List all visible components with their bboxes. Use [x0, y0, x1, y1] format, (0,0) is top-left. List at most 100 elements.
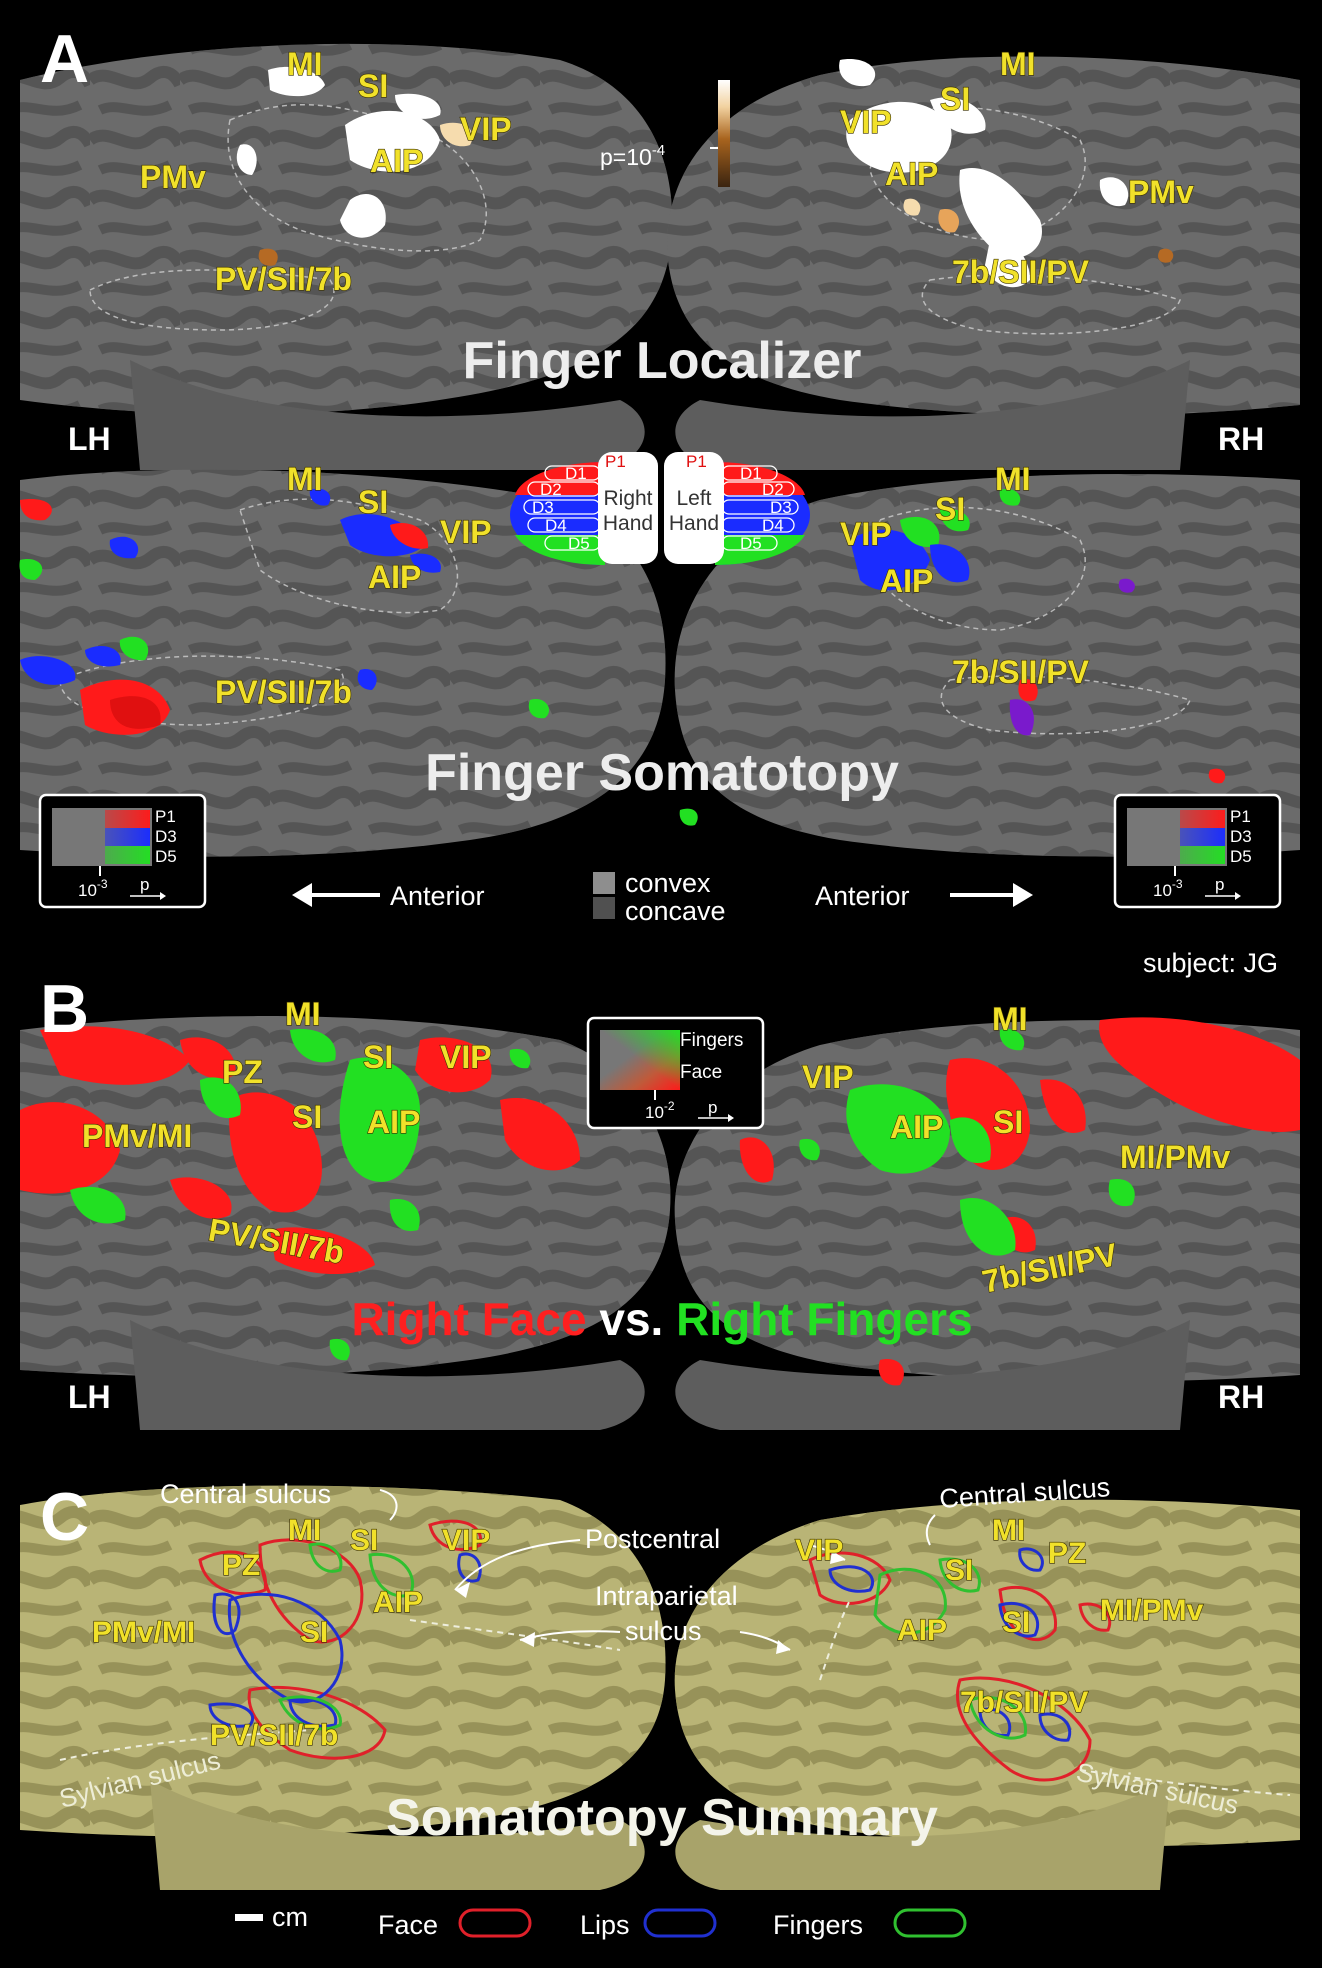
roi-mi: MI	[992, 1514, 1025, 1547]
roi-pvsii: PV/SII/7b	[215, 261, 352, 297]
roi-pmvmi: PMv/MI	[92, 1616, 195, 1649]
legend-p: p	[1215, 875, 1224, 894]
hand-digit-key: P1 P1 D1 D2 D3 D4 D5 D1 D2 D3 D4 D5 Righ…	[510, 452, 810, 565]
rh-c-roi-labels: VIP MI PZ SI MI/PMv AIP SI 7b/SII/PV	[794, 1513, 1204, 1719]
legend-lips-label: Lips	[580, 1910, 630, 1940]
roi-vip: VIP	[440, 514, 492, 550]
roi-pmv: PMv	[140, 159, 206, 195]
summary-legend: cm Face Lips Fingers	[235, 1902, 967, 1940]
face-finger-activation	[20, 1017, 1300, 1386]
legend-d5: D5	[155, 847, 177, 866]
roi-mi: MI	[288, 1514, 321, 1547]
roi-si2: SI	[292, 1099, 322, 1135]
panel-c-label: C	[40, 1479, 89, 1555]
roi-si: SI	[358, 484, 388, 520]
digit-d2-left: D2	[762, 480, 784, 499]
concave-label: concave	[625, 896, 726, 926]
lh-top-roi-labels: MI SI VIP AIP PMv PV/SII/7b	[139, 45, 512, 297]
roi-sii: 7b/SII/PV	[952, 254, 1090, 290]
left-hand-label-2: Hand	[669, 512, 719, 535]
rh-top-roi-labels: MI SI VIP AIP PMv 7b/SII/PV	[839, 45, 1194, 290]
legend-p1: P1	[155, 807, 176, 826]
roi-pmv: PMv	[1128, 174, 1194, 210]
somatotopy-legend-right: P1 D3 D5 10-3 p	[1113, 793, 1282, 909]
somatotopy-summary-title: Somatotopy Summary	[386, 1789, 938, 1847]
roi-aip: AIP	[373, 1586, 423, 1619]
panel-c-brains	[20, 1485, 1300, 1890]
lh-b-roi-labels: MI PZ SI VIP SI AIP PMv/MI PV/SII/7b	[81, 995, 492, 1271]
roi-mi: MI	[992, 1001, 1028, 1037]
somatotopy-legend-left: P1 D3 D5 10-3 p	[38, 793, 207, 909]
arrow-right-icon	[1013, 883, 1033, 907]
legend-fingers-swatch	[893, 1908, 967, 1938]
finger-localizer-title: Finger Localizer	[463, 332, 862, 390]
scale-bar	[235, 1914, 263, 1921]
face-vs-fingers-title: Right Face vs. Right Fingers	[351, 1293, 972, 1345]
digit-d5-right: D5	[568, 534, 590, 553]
pvalue-label: p=10-4	[600, 142, 665, 170]
roi-mi: MI	[285, 996, 321, 1032]
roi-pvsii: PV/SII/7b	[210, 1719, 338, 1752]
roi-si2: SI	[300, 1616, 328, 1649]
arrow-left-icon	[292, 883, 312, 907]
roi-sii: 7b/SII/PV	[952, 654, 1090, 690]
legend-p1: P1	[1230, 807, 1251, 826]
digit-d5-left: D5	[740, 534, 762, 553]
roi-mipmv: MI/PMv	[1120, 1139, 1230, 1175]
roi-vip: VIP	[795, 1534, 843, 1567]
legend-p: p	[140, 875, 149, 894]
roi-si: SI	[945, 1554, 973, 1587]
lh-bottom-roi-labels: MI SI VIP AIP PV/SII/7b	[214, 460, 492, 710]
roi-pvsii: PV/SII/7b	[215, 674, 352, 710]
legend-threshold: 10-3	[78, 877, 108, 900]
somatotopy-activation	[19, 488, 1226, 826]
roi-mi: MI	[287, 46, 323, 82]
lh-c-roi-labels: MI SI VIP PZ AIP PMv/MI SI PV/SII/7b	[91, 1513, 491, 1752]
roi-aip: AIP	[370, 143, 423, 179]
roi-vip: VIP	[840, 516, 892, 552]
roi-si: SI	[350, 1524, 378, 1557]
anterior-left: Anterior	[292, 881, 485, 911]
roi-mi: MI	[287, 461, 323, 497]
anterior-label-right: Anterior	[815, 881, 910, 911]
panel-b-brains	[20, 1016, 1300, 1430]
central-sulcus-left: Central sulcus	[160, 1479, 331, 1509]
legend-fingers-label: Fingers	[773, 1910, 863, 1940]
localizer-activation	[236, 59, 1174, 288]
digit-d3-left: D3	[770, 498, 792, 517]
lh-label-b: LH	[68, 1379, 111, 1415]
roi-vip: VIP	[802, 1059, 854, 1095]
roi-pz: PZ	[222, 1054, 263, 1090]
scale-label: cm	[272, 1902, 308, 1932]
rh-label-a: RH	[1218, 421, 1264, 457]
roi-si2: SI	[1002, 1606, 1030, 1639]
digit-d1-right: D1	[565, 464, 587, 483]
digit-p1-right: P1	[605, 452, 626, 471]
rh-label-b: RH	[1218, 1379, 1264, 1415]
roi-vip: VIP	[840, 104, 892, 140]
finger-somatotopy-title: Finger Somatotopy	[425, 744, 899, 802]
anterior-right: Anterior	[815, 881, 1033, 911]
subject-label: subject: JG	[1143, 948, 1278, 978]
postcentral-label: Postcentral	[585, 1524, 720, 1554]
anterior-label-left: Anterior	[390, 881, 485, 911]
legend-d5: D5	[1230, 847, 1252, 866]
lh-label-a: LH	[68, 421, 111, 457]
legend-fingers: Fingers	[680, 1030, 743, 1051]
roi-vip: VIP	[442, 1524, 490, 1557]
legend-face-swatch	[458, 1908, 532, 1938]
roi-si: SI	[363, 1039, 393, 1075]
roi-mipmv: MI/PMv	[1100, 1594, 1204, 1627]
roi-si: SI	[940, 81, 970, 117]
roi-vip: VIP	[460, 111, 512, 147]
roi-si: SI	[993, 1104, 1023, 1140]
sulcus-label: sulcus	[625, 1616, 702, 1646]
roi-aip: AIP	[367, 1104, 420, 1140]
right-hand-label-2: Hand	[603, 512, 653, 535]
panel-a-top-brains: p=10-4	[20, 43, 1300, 470]
digit-d4-right: D4	[545, 516, 567, 535]
legend-d3: D3	[155, 827, 177, 846]
curvature-key: convex concave	[593, 868, 726, 926]
legend-threshold: 10-2	[645, 1099, 675, 1122]
